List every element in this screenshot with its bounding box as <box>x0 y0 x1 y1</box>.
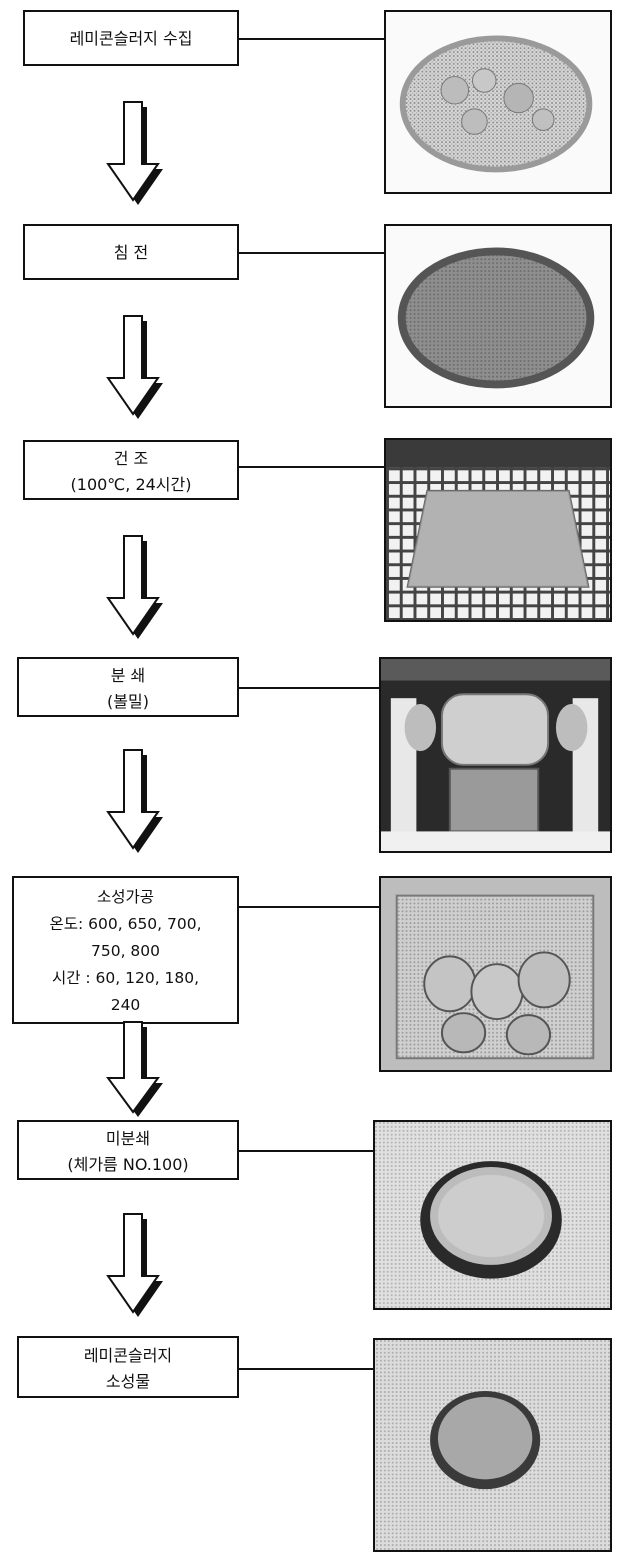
step-sublabel: 소성물 <box>19 1369 237 1395</box>
connector-line <box>239 906 379 908</box>
down-arrow-icon <box>104 744 164 854</box>
step-box-drying: 건 조 (100℃, 24시간) <box>23 440 239 500</box>
step-label: 침 전 <box>25 240 237 266</box>
connector-line <box>239 1368 373 1370</box>
step-sublabel: (볼밀) <box>19 689 237 715</box>
step-label: 미분쇄 <box>19 1126 237 1152</box>
slurry-dish-photo-icon <box>384 10 612 194</box>
down-arrow-icon <box>104 530 164 640</box>
step-box-calcination: 소성가공 온도: 600, 650, 700, 750, 800 시간 : 60… <box>12 876 239 1024</box>
step-box-fine-grinding: 미분쇄 (체가름 NO.100) <box>17 1120 239 1180</box>
connector-line <box>239 38 384 40</box>
step-sublabel: (100℃, 24시간) <box>25 472 237 498</box>
connector-line <box>239 687 379 689</box>
step-detail: 750, 800 <box>14 938 237 965</box>
connector-line <box>239 252 384 254</box>
step-box-sedimentation: 침 전 <box>23 224 239 280</box>
down-arrow-icon <box>104 96 164 206</box>
step-label: 레미콘슬러지 수집 <box>25 26 237 52</box>
step-sublabel: (체가름 NO.100) <box>19 1152 237 1178</box>
step-detail: 240 <box>14 992 237 1019</box>
down-arrow-icon <box>104 310 164 420</box>
sediment-dish-photo-icon <box>384 224 612 408</box>
connector-line <box>239 466 384 468</box>
step-box-collection: 레미콘슬러지 수집 <box>23 10 239 66</box>
step-label: 레미콘슬러지 <box>19 1343 237 1369</box>
connector-line <box>239 1150 373 1152</box>
kiln-samples-photo-icon <box>379 876 612 1072</box>
down-arrow-icon <box>104 1208 164 1318</box>
down-arrow-icon <box>104 1018 164 1118</box>
calcined-product-photo-icon <box>373 1338 612 1552</box>
step-label: 소성가공 <box>14 884 237 911</box>
step-detail: 시간 : 60, 120, 180, <box>14 965 237 992</box>
step-label: 건 조 <box>25 446 237 472</box>
step-detail: 온도: 600, 650, 700, <box>14 911 237 938</box>
step-box-product: 레미콘슬러지 소성물 <box>17 1336 239 1398</box>
step-label: 분 쇄 <box>19 663 237 689</box>
sieved-powder-photo-icon <box>373 1120 612 1310</box>
drying-oven-photo-icon <box>384 438 612 622</box>
step-box-grinding: 분 쇄 (볼밀) <box>17 657 239 717</box>
ball-mill-photo-icon <box>379 657 612 853</box>
